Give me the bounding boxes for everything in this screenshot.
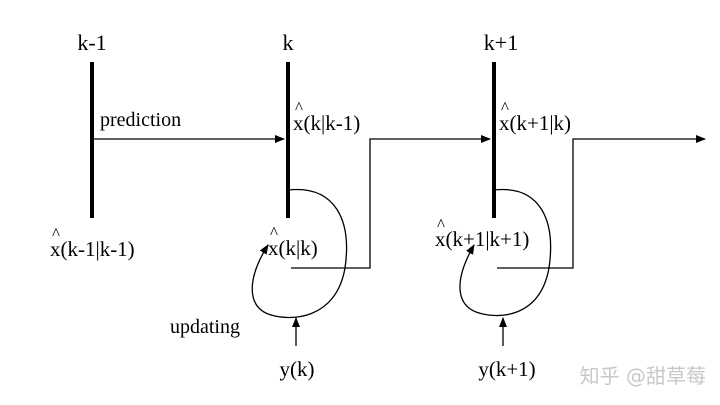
watermark: 知乎 @甜草莓 [580, 364, 706, 388]
hat-mark: ^ [270, 223, 278, 242]
hat-mark: ^ [437, 215, 445, 234]
estimate-prev-post: ^ x(k-1|k-1) [50, 224, 135, 261]
hat-mark: ^ [295, 98, 303, 117]
estimate-curr-prior: ^ x(k|k-1) [293, 98, 360, 135]
measurement-curr-label: y(k) [280, 357, 315, 381]
update-loop-curr [251, 188, 348, 319]
step-connector-curr [291, 135, 491, 269]
updating-label: updating [170, 316, 240, 338]
time-label-prev: k-1 [77, 30, 106, 55]
time-label-next: k+1 [484, 30, 518, 55]
time-label-curr: k [283, 30, 294, 55]
prediction-label: prediction [100, 109, 181, 131]
update-loop-next [459, 188, 552, 317]
estimate-curr-prior-label: x(k|k-1) [293, 111, 360, 135]
estimate-next-post-label: x(k+1|k+1) [435, 227, 529, 251]
estimate-prev-post-label: x(k-1|k-1) [50, 237, 135, 261]
hat-mark: ^ [52, 224, 60, 243]
estimate-curr-post-label: x(k|k) [268, 236, 318, 260]
estimate-next-post: ^ x(k+1|k+1) [435, 215, 529, 251]
hat-mark: ^ [501, 98, 509, 117]
estimate-curr-post: ^ x(k|k) [268, 223, 318, 260]
estimate-next-prior-label: x(k+1|k) [499, 111, 571, 135]
step-connector-next [497, 135, 706, 269]
measurement-next-label: y(k+1) [478, 357, 535, 381]
estimate-next-prior: ^ x(k+1|k) [499, 98, 571, 135]
